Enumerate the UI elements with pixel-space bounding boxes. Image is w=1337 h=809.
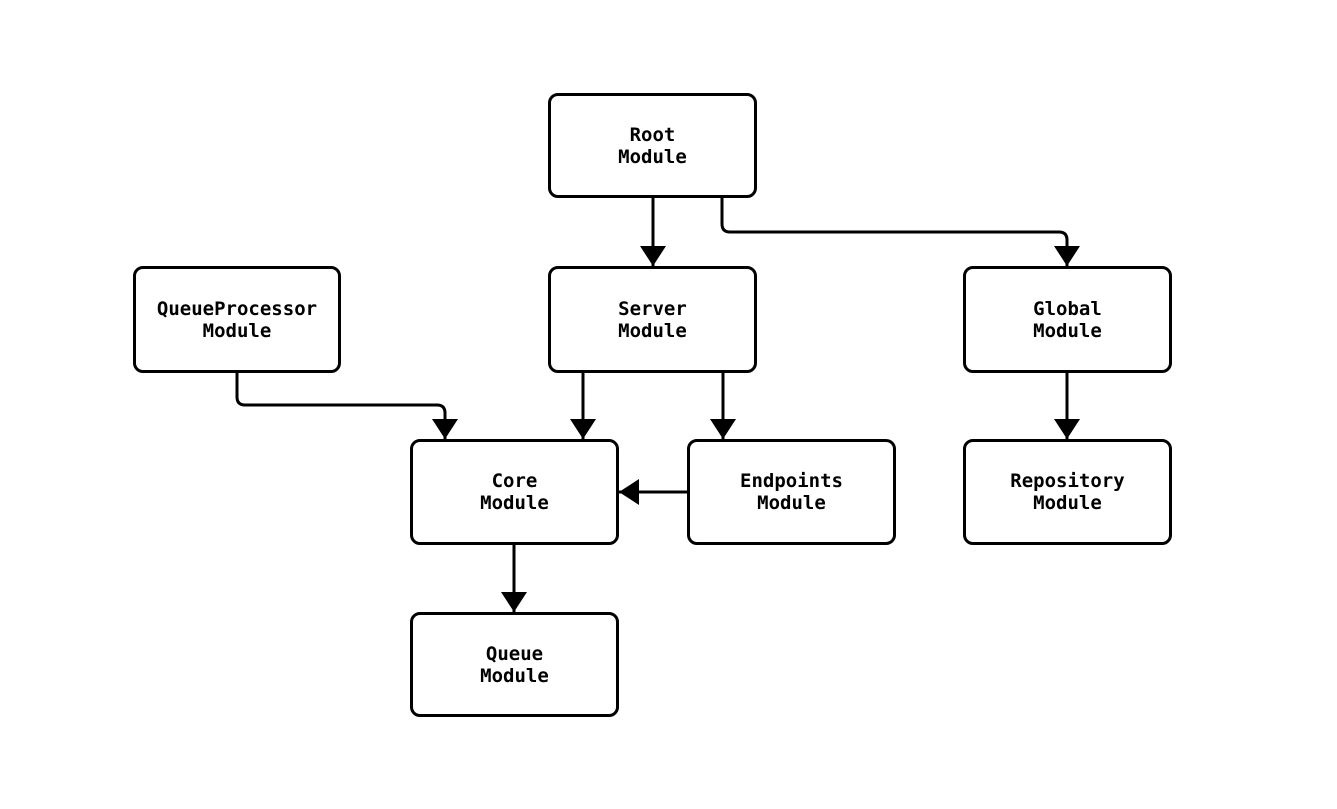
- node-label: Server Module: [618, 297, 687, 342]
- node-label: Endpoints Module: [740, 470, 843, 514]
- node-root-module: Root Module: [548, 93, 757, 198]
- node-label: Repository Module: [1010, 470, 1125, 514]
- node-core-module: Core Module: [410, 439, 619, 545]
- node-repository-module: Repository Module: [963, 439, 1172, 545]
- node-queue-module: Queue Module: [410, 612, 619, 717]
- node-queueprocessor-module: QueueProcessor Module: [133, 266, 341, 373]
- edge-root-to-global: [720, 198, 1080, 266]
- node-server-module: Server Module: [548, 266, 757, 373]
- node-label: Queue Module: [480, 642, 549, 687]
- edges-group: [235, 198, 1080, 612]
- node-label: QueueProcessor Module: [156, 297, 318, 342]
- edge-queueprocessor-to-core: [235, 373, 458, 439]
- node-label: Global Module: [1033, 297, 1102, 342]
- node-endpoints-module: Endpoints Module: [687, 439, 896, 545]
- node-label: Core Module: [480, 470, 549, 514]
- node-label: Root Module: [618, 123, 687, 168]
- node-global-module: Global Module: [963, 266, 1172, 373]
